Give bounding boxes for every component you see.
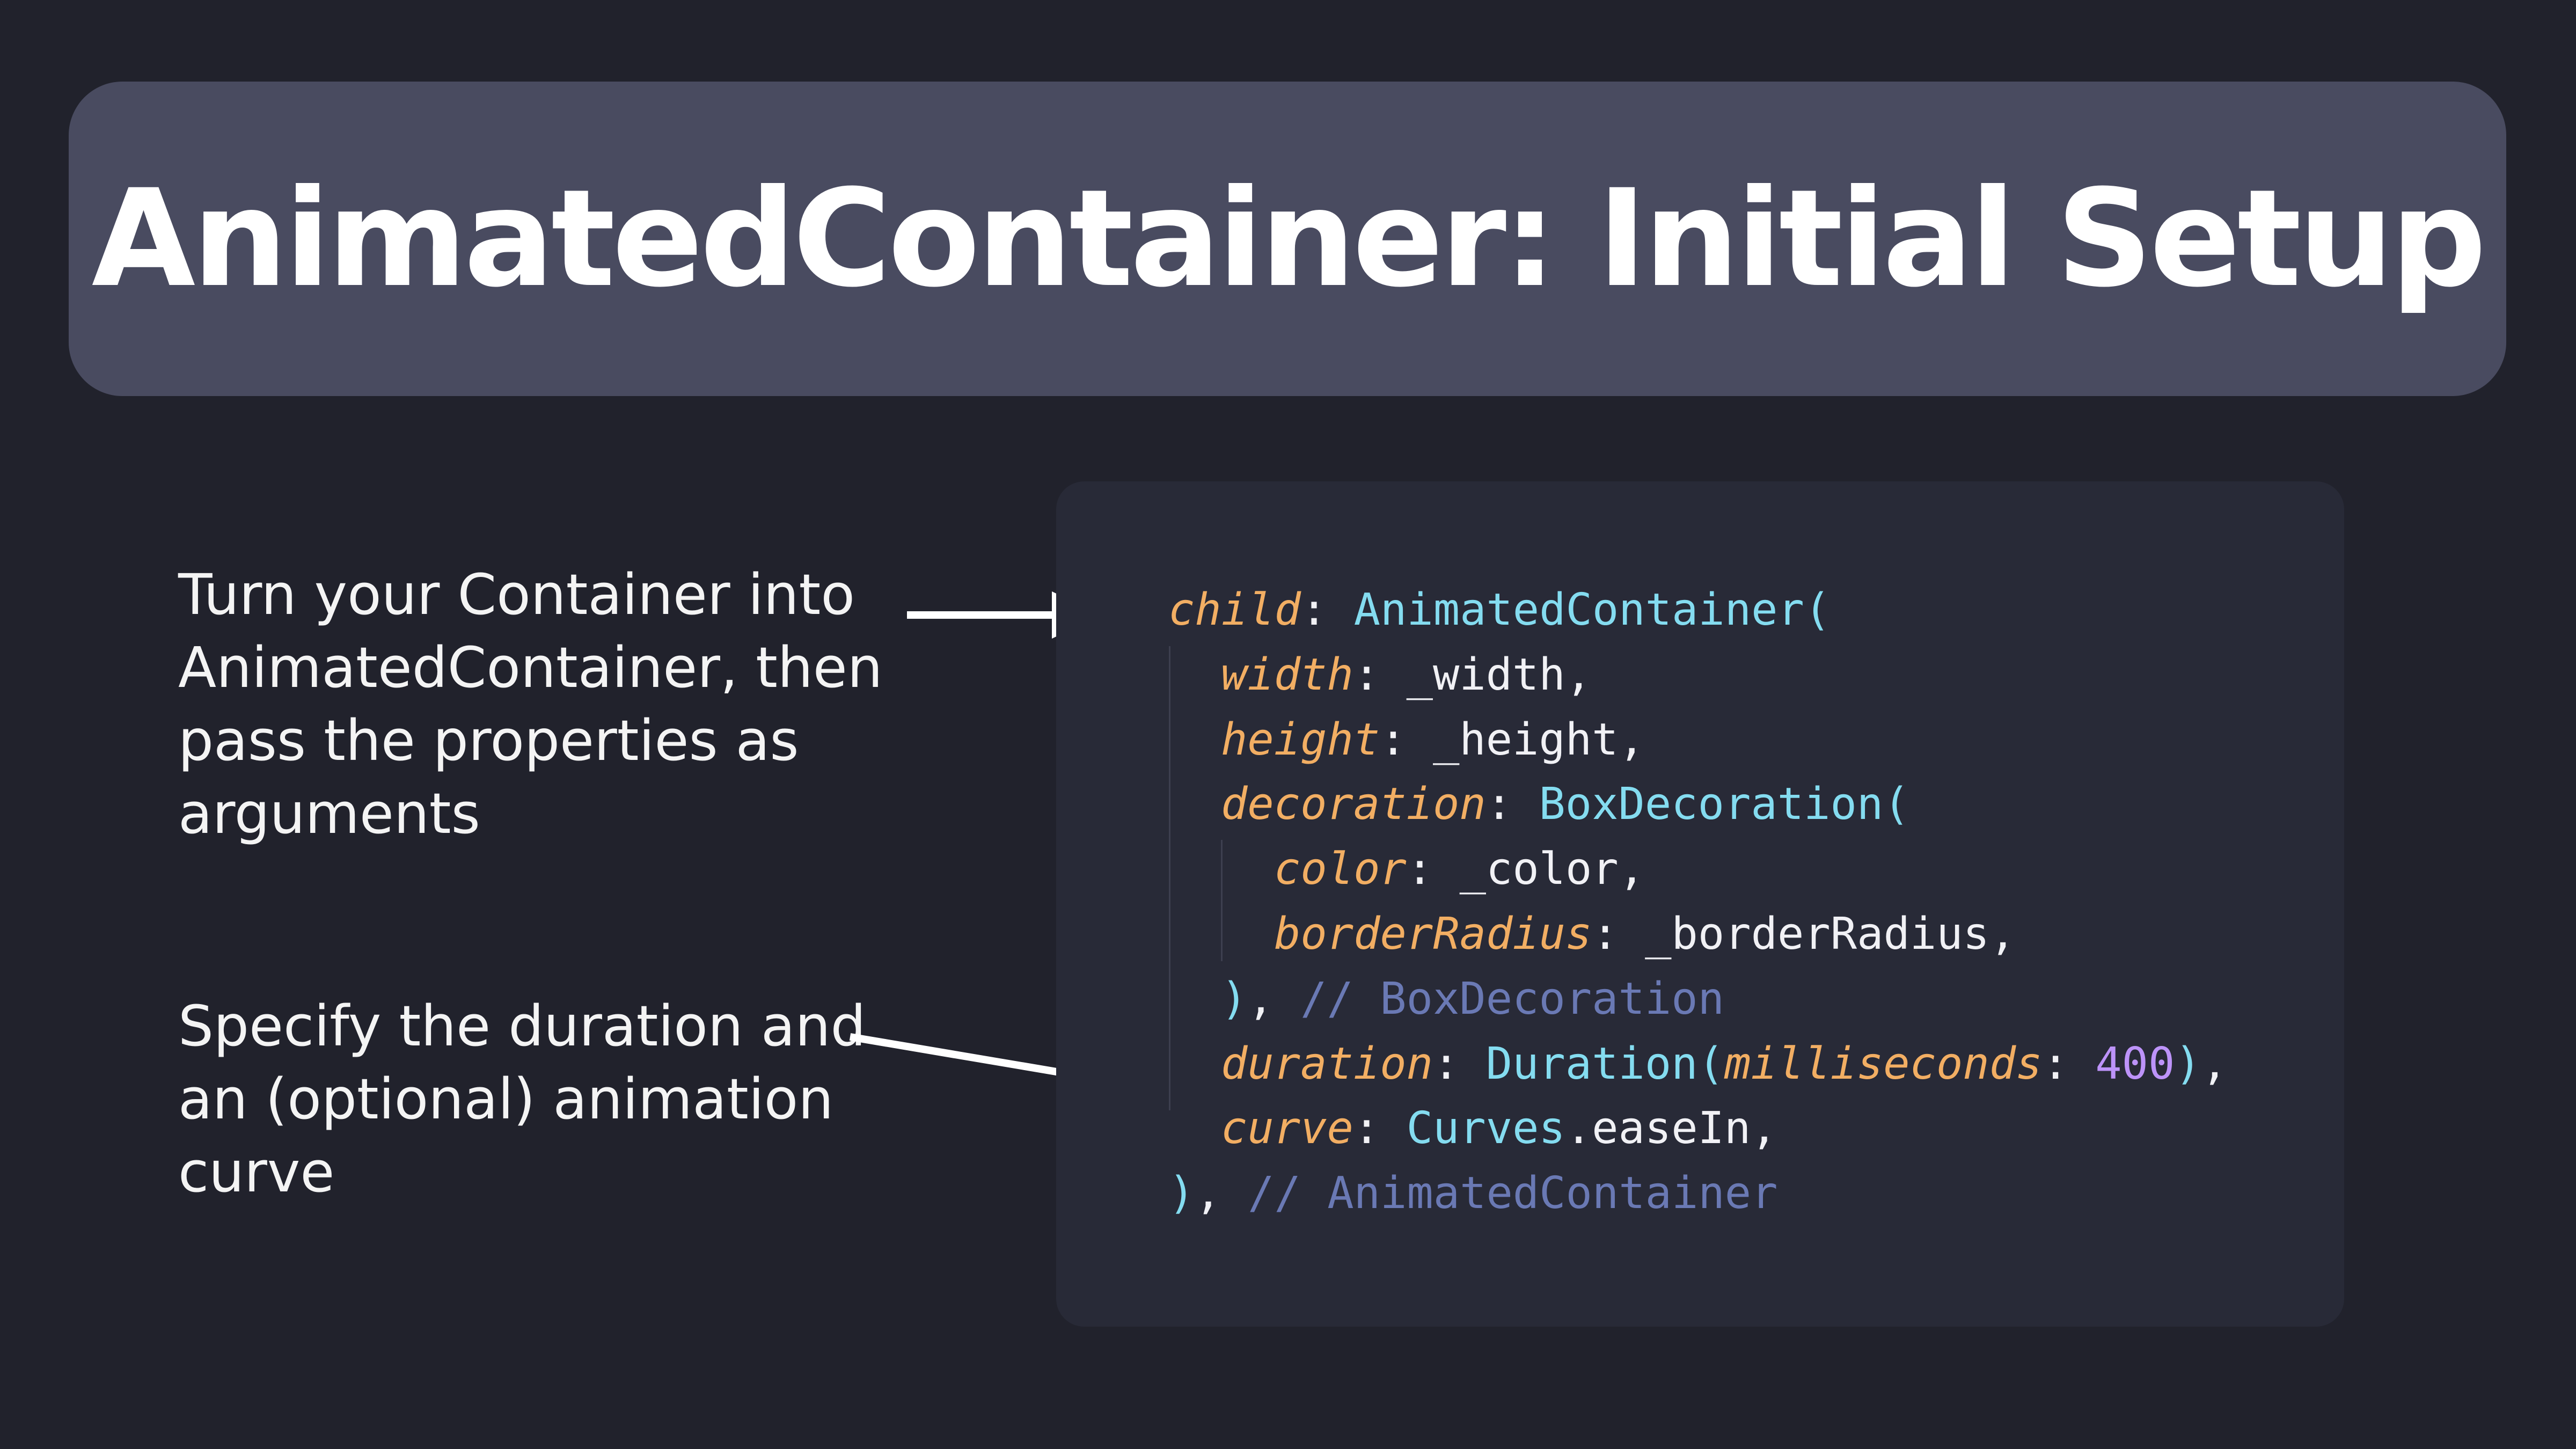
code-line: curve: Curves.easeIn, [1221, 1096, 1777, 1161]
code-token: : [2042, 1038, 2096, 1089]
code-token: child [1168, 584, 1301, 635]
code-token: : _width, [1353, 649, 1592, 700]
code-token: decoration [1221, 779, 1486, 830]
code-token: : [1485, 779, 1539, 830]
indent-guide [1221, 840, 1223, 961]
slide-title: AnimatedContainer: Initial Setup [91, 160, 2487, 317]
title-bar: AnimatedContainer: Initial Setup [69, 82, 2506, 396]
code-token: BoxDecoration( [1539, 779, 1910, 830]
code-token: ) [1221, 973, 1248, 1024]
code-token: , [2201, 1038, 2228, 1089]
code-token: : [1432, 1038, 1486, 1089]
code-token: color [1274, 844, 1407, 895]
note-line: arguments [178, 781, 480, 846]
code-token: .easeIn, [1565, 1103, 1777, 1154]
code-token: milliseconds [1724, 1038, 2043, 1089]
code-token: width [1221, 649, 1353, 700]
code-line: height: _height, [1221, 708, 1645, 772]
code-token: curve [1221, 1103, 1353, 1154]
code-token: Duration( [1485, 1038, 1725, 1089]
code-token: ) [2175, 1038, 2201, 1089]
code-token: // AnimatedContainer [1248, 1168, 1778, 1219]
code-token: Curves [1406, 1103, 1565, 1154]
note-container-conversion: Turn your Container into AnimatedContain… [178, 558, 883, 850]
note-line: Specify the duration and [178, 993, 866, 1059]
code-panel: child: AnimatedContainer(width: _width,h… [1056, 481, 2344, 1327]
code-token: : _color, [1406, 844, 1645, 895]
code-token: 400 [2095, 1038, 2175, 1089]
code-token: height [1221, 714, 1380, 765]
note-line: curve [178, 1139, 335, 1205]
code-token: : _height, [1380, 714, 1645, 765]
code-token: borderRadius [1274, 909, 1592, 960]
code-token: : _borderRadius, [1592, 909, 2016, 960]
code-token: AnimatedContainer( [1353, 584, 1831, 635]
code-line: ), // BoxDecoration [1221, 967, 1724, 1031]
note-line: Turn your Container into [178, 562, 855, 627]
code-token: : [1353, 1103, 1407, 1154]
code-line: duration: Duration(milliseconds: 400), [1221, 1032, 2228, 1096]
code-line: decoration: BoxDecoration( [1221, 772, 1910, 837]
code-token: , [1195, 1168, 1248, 1219]
code-token: ) [1168, 1168, 1195, 1219]
code-token: // BoxDecoration [1300, 973, 1725, 1024]
code-token: , [1247, 973, 1301, 1024]
code-line: child: AnimatedContainer( [1168, 578, 1831, 642]
note-line: pass the properties as [178, 708, 799, 773]
note-line: an (optional) animation [178, 1066, 834, 1132]
note-duration-curve: Specify the duration and an (optional) a… [178, 990, 866, 1209]
code-line: ), // AnimatedContainer [1168, 1161, 1778, 1226]
code-token: duration [1221, 1038, 1433, 1089]
code-line: color: _color, [1274, 837, 1645, 902]
code-line: width: _width, [1221, 643, 1592, 707]
code-line: borderRadius: _borderRadius, [1274, 902, 2016, 967]
note-line: AnimatedContainer, then [178, 635, 883, 700]
indent-guide [1169, 646, 1170, 1110]
code-token: : [1300, 584, 1354, 635]
